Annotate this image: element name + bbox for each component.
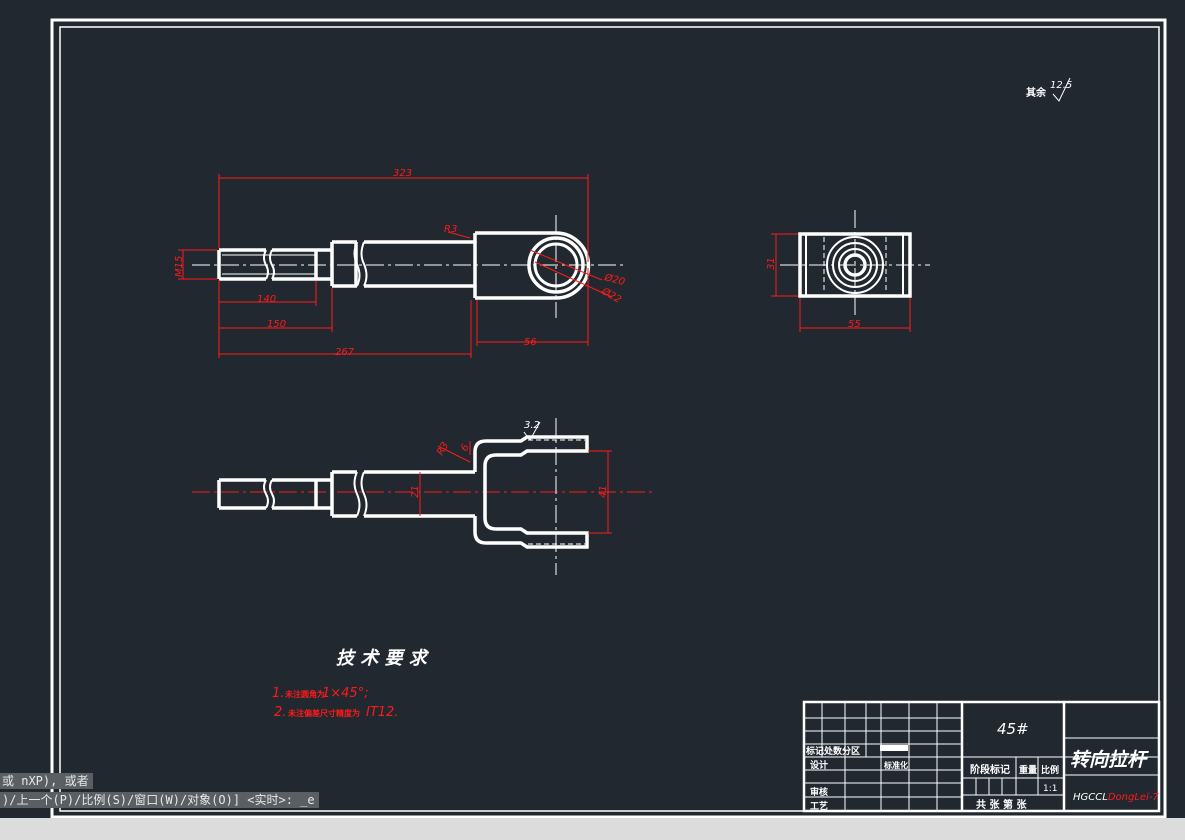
tech-note-2-num: 2. (274, 705, 286, 720)
outer-border (50, 18, 1167, 819)
side-view-body (798, 232, 912, 298)
label-scale: 比例 (1041, 764, 1059, 776)
side-view-ring-1 (826, 236, 884, 294)
front-view-dim-text: 3.2 R3 6 21 41 (410, 420, 609, 498)
dim-neck-21: 21 (410, 485, 421, 498)
label-review: 审核 (810, 786, 828, 798)
dim-len-150: 150 (267, 319, 286, 330)
dim-radius-r3: R3 (444, 224, 457, 235)
side-view-hole (843, 253, 867, 277)
command-prompt-line[interactable]: )/上一个(P)/比例(S)/窗口(W)/对象(O)] <实时>: _e (0, 792, 319, 808)
dim-radius-r3-front: R3 (435, 440, 451, 457)
tech-note-1-num: 1. (272, 686, 284, 701)
tech-note-2-value: IT12. (366, 705, 398, 720)
command-history-line: 或 nXP), 或者 (0, 773, 93, 789)
top-view (192, 215, 625, 318)
dim-len-56: 56 (524, 337, 537, 348)
dim-thread-m15: M15 (174, 256, 185, 277)
top-view-eye-hole-outer (527, 236, 585, 294)
top-view-shaft-outline (217, 233, 477, 298)
surface-roughness-note: 其余 12.5 (1026, 77, 1072, 102)
drawing-code-prefix: HGCCL (1073, 792, 1108, 803)
part-name: 转向拉杆 (1070, 749, 1149, 771)
title-block (802, 700, 1161, 813)
scale-value: 1:1 (1043, 784, 1057, 794)
dim-dia-22: Ø22 (599, 285, 624, 306)
dim-roughness-32: 3.2 (524, 420, 540, 431)
top-view-eye-body (475, 231, 591, 300)
top-view-eye-hole-inner (533, 242, 579, 288)
label-standard: 标准化 (883, 760, 908, 770)
command-input-bar[interactable] (0, 818, 1185, 840)
surface-note-label: 其余 (1026, 86, 1047, 99)
front-view (192, 418, 656, 575)
label-design: 设计 (810, 759, 828, 771)
roughness-symbol-icon (1052, 77, 1071, 102)
tech-note-1-text: 未注圆角为 (284, 689, 325, 699)
tech-requirements-title: 技 术 要 求 (336, 648, 430, 669)
dim-gap-6: 6 (459, 442, 472, 453)
top-view-dim-text: 323 M15 140 150 267 56 R3 Ø20 Ø22 (174, 168, 626, 358)
drawing-code: HGCCLDongLei-7 (1073, 792, 1159, 803)
front-view-clevis-outer (473, 435, 589, 549)
side-view-ring-3 (838, 248, 872, 282)
label-stage: 阶段标记 (970, 763, 1010, 776)
tech-note-2-text: 未注偏差尺寸精度为 (287, 708, 360, 718)
tech-note-2: 2. 未注偏差尺寸精度为 IT12. (274, 705, 398, 720)
label-process: 工艺 (810, 800, 828, 812)
side-view-dim-text: 31 55 (766, 257, 861, 330)
sheet-info: 共 张 第 张 (976, 798, 1027, 811)
title-block-text: 45# 转向拉杆 标记处数分区 设计 标准化 审核 工艺 阶段标记 重量 比例 … (805, 720, 1159, 812)
side-view (780, 210, 930, 318)
side-view-dimensions (771, 233, 911, 332)
label-mark: 标记处数分区 (805, 745, 860, 757)
front-view-dimensions (419, 441, 612, 534)
dim-overall-323: 323 (393, 168, 412, 179)
surface-note-value: 12.5 (1050, 80, 1072, 91)
front-view-shaft-outline (217, 470, 475, 518)
dim-dia-20: Ø20 (602, 271, 626, 288)
dim-height-31: 31 (766, 257, 777, 270)
inner-border (59, 26, 1160, 812)
dim-len-267: 267 (335, 347, 355, 358)
top-view-break-lines (263, 241, 368, 287)
drawing-code-suffix: DongLei-7 (1108, 792, 1160, 803)
top-view-dimensions (178, 174, 613, 358)
dim-width-55: 55 (848, 319, 861, 330)
dim-opening-41: 41 (598, 485, 609, 498)
dim-len-140: 140 (257, 294, 276, 305)
tech-note-1: 1. 未注圆角为 1×45°; (272, 686, 369, 701)
front-view-break-lines (263, 471, 368, 517)
roughness-symbol-icon (523, 421, 541, 441)
material-value: 45# (997, 720, 1029, 738)
label-weight: 重量 (1019, 764, 1037, 776)
side-view-ring-2 (832, 242, 878, 288)
tech-note-1-value: 1×45°; (322, 686, 369, 701)
